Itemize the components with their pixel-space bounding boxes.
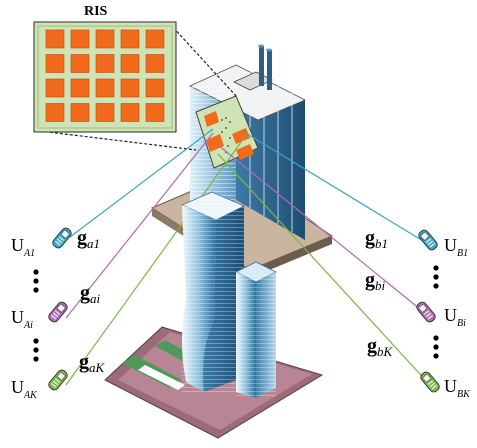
- link-aK: [65, 137, 245, 386]
- ris-element: [70, 29, 90, 49]
- ris-element: [45, 103, 65, 122]
- link-b1: [243, 131, 429, 245]
- ris-element: [120, 103, 140, 122]
- phone-b1-icon: [418, 229, 438, 251]
- ris-element: [145, 54, 165, 73]
- user-b1-label: UB1: [444, 235, 469, 259]
- ris-element: [120, 78, 140, 98]
- phone-aK-icon: [48, 369, 68, 391]
- ris-element: [45, 54, 65, 73]
- ris-element: [70, 78, 90, 98]
- channel-gb1-label: gb1: [365, 227, 388, 251]
- ris-element: [95, 78, 115, 98]
- phone-bK-icon: [420, 371, 440, 393]
- ris-element: [45, 78, 65, 98]
- ris-title: RIS: [84, 4, 108, 19]
- phone-ai-icon: [48, 301, 68, 323]
- channel-gbK-label: gbK: [367, 335, 393, 359]
- ris-element: [145, 29, 165, 49]
- channel-gai-label: gai: [80, 282, 101, 306]
- link-a1: [69, 128, 214, 238]
- ris-element: [70, 54, 90, 73]
- ris-element: [95, 54, 115, 73]
- ris-panel: [33, 21, 177, 133]
- ris-element: [95, 29, 115, 49]
- main-tower: [181, 191, 277, 398]
- user-ai-label: UAi: [11, 307, 33, 331]
- channel-gaK-label: gaK: [79, 351, 105, 375]
- ris-element: [95, 103, 115, 122]
- channel-ga1-label: ga1: [77, 227, 100, 251]
- user-bi-label: UBi: [444, 305, 466, 329]
- ellipsis-dots: [33, 265, 439, 362]
- ris-element: [70, 103, 90, 122]
- ris-element: [45, 29, 65, 49]
- link-bK: [217, 153, 431, 386]
- channel-gbi-label: gbi: [365, 269, 386, 293]
- ris-element: [120, 54, 140, 73]
- zoom-lines: [39, 23, 238, 151]
- ris-element-grid: [45, 29, 165, 122]
- ris-element: [120, 29, 140, 49]
- channel-links: [65, 128, 431, 386]
- link-bi: [217, 144, 427, 315]
- ris-element: [145, 78, 165, 98]
- ris-on-building: [195, 95, 259, 169]
- user-aK-label: UAK: [11, 377, 37, 401]
- user-bK-label: UBK: [444, 376, 470, 400]
- ris-element: [145, 103, 165, 122]
- phone-a1-icon: [52, 227, 72, 249]
- phone-bi-icon: [416, 301, 436, 323]
- user-a1-label: UA1: [11, 235, 36, 259]
- link-ai: [65, 132, 214, 319]
